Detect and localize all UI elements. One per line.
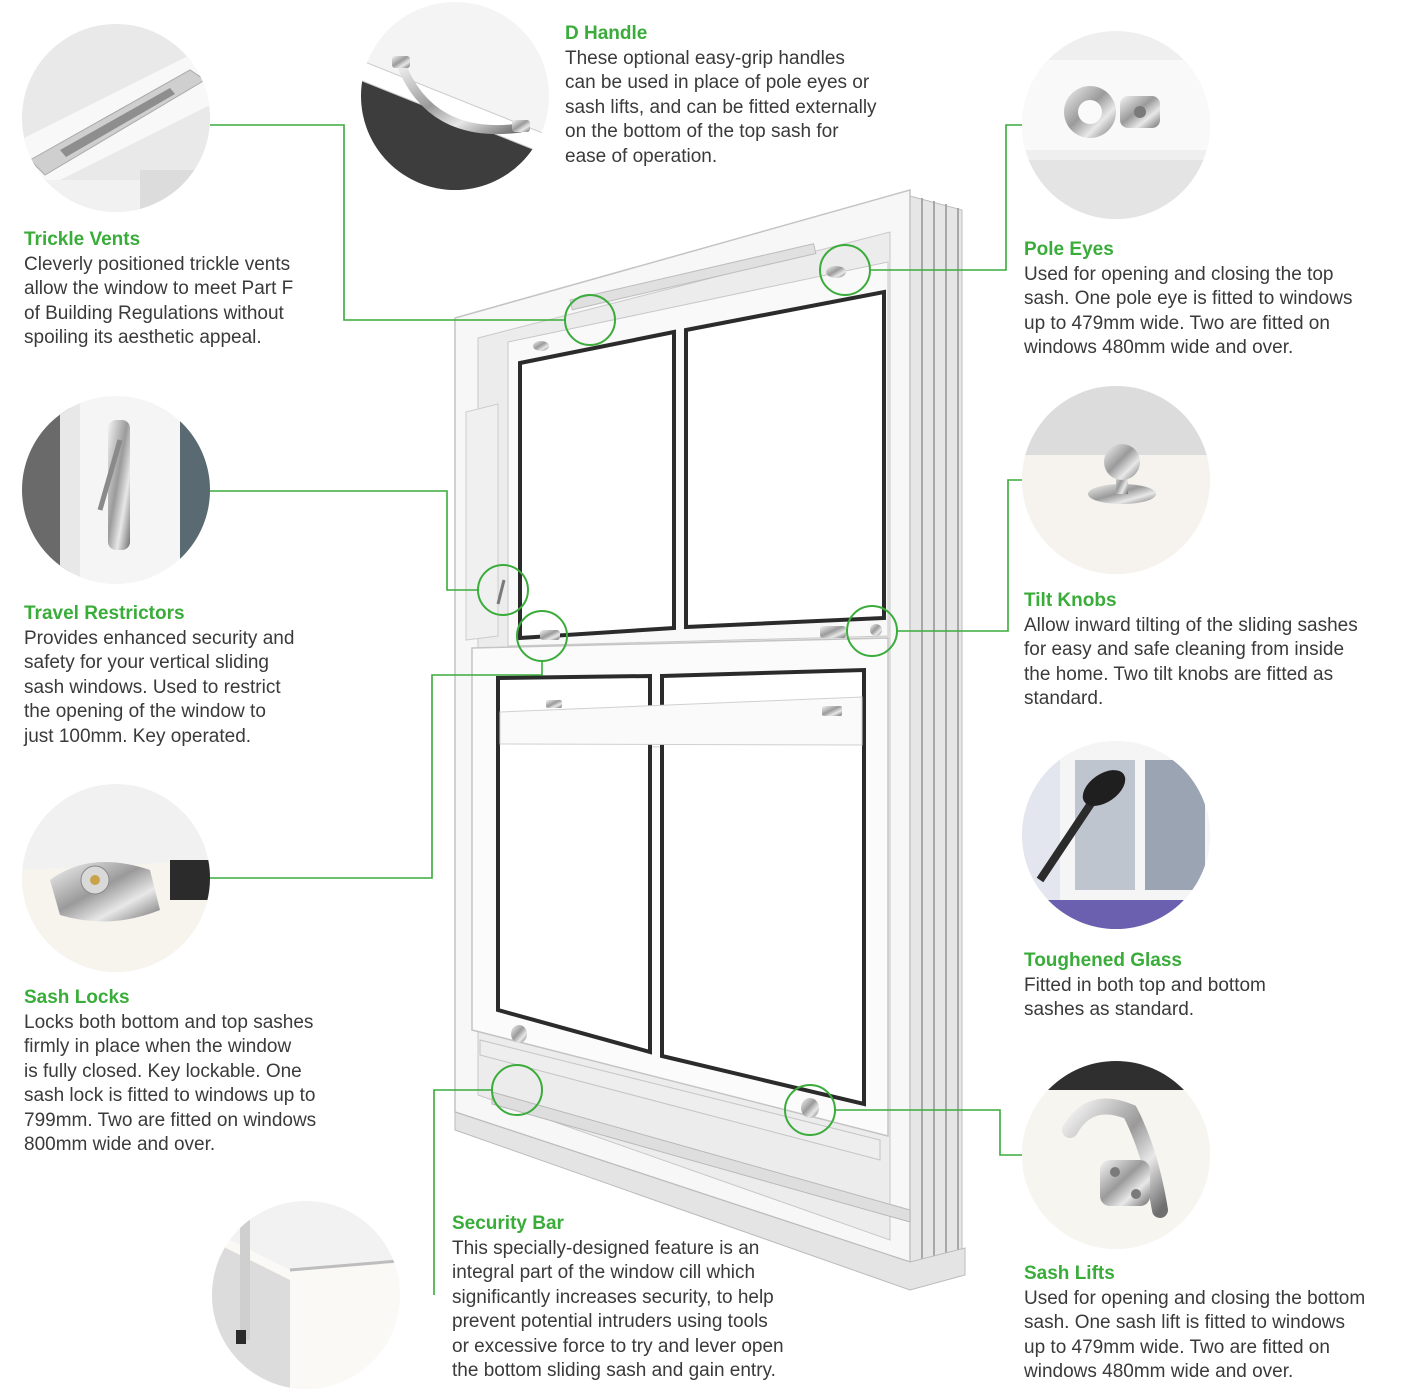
- feature-tilt-knobs: Tilt Knobs Allow inward tilting of the s…: [1024, 589, 1409, 712]
- feature-description: Provides enhanced security and safety fo…: [24, 627, 295, 747]
- hammer-glass-icon: [1022, 741, 1210, 929]
- sash-window: [454, 189, 966, 1291]
- callout-markers: [477, 244, 898, 1136]
- feature-trickle-vents: Trickle Vents Cleverly positioned trickl…: [24, 228, 354, 351]
- feature-description: Fitted in both top and bottom sashes as …: [1024, 974, 1266, 1021]
- sash-lift-icon: [1022, 1061, 1210, 1249]
- connector-lines: [210, 124, 1022, 1295]
- feature-title: Trickle Vents: [24, 229, 141, 250]
- feature-toughened-glass: Toughened Glass Fitted in both top and b…: [1024, 949, 1404, 1023]
- feature-d-handle: D Handle These optional easy-grip handle…: [565, 22, 925, 169]
- feature-sash-locks: Sash Locks Locks both bottom and top sas…: [24, 986, 384, 1158]
- feature-title: Tilt Knobs: [1024, 590, 1117, 611]
- feature-title: Pole Eyes: [1024, 239, 1114, 260]
- tilt-knob-icon: [1022, 386, 1210, 574]
- security-bar-icon: [212, 1201, 400, 1389]
- d-handle-icon: [361, 2, 549, 190]
- feature-title: Toughened Glass: [1024, 950, 1183, 971]
- pole-eye-icon: [1022, 31, 1210, 219]
- travel-restrictor-icon: [22, 396, 210, 584]
- feature-pole-eyes: Pole Eyes Used for opening and closing t…: [1024, 238, 1404, 361]
- feature-title: D Handle: [565, 23, 648, 44]
- feature-description: These optional easy-grip handles can be …: [565, 47, 877, 167]
- sash-lock-icon: [22, 784, 210, 972]
- feature-description: Locks both bottom and top sashes firmly …: [24, 1011, 317, 1156]
- feature-security-bar: Security Bar This specially-designed fea…: [452, 1212, 832, 1384]
- feature-sash-lifts: Sash Lifts Used for opening and closing …: [1024, 1262, 1409, 1385]
- feature-description: Used for opening and closing the top sas…: [1024, 263, 1353, 359]
- trickle-vent-icon: [22, 24, 210, 212]
- feature-travel-restrictors: Travel Restrictors Provides enhanced sec…: [24, 602, 354, 749]
- feature-title: Sash Lifts: [1024, 1263, 1115, 1284]
- feature-description: This specially-designed feature is an in…: [452, 1237, 784, 1382]
- feature-title: Security Bar: [452, 1213, 564, 1234]
- feature-description: Used for opening and closing the bottom …: [1024, 1287, 1366, 1383]
- feature-description: Cleverly positioned trickle vents allow …: [24, 253, 294, 349]
- feature-title: Sash Locks: [24, 987, 130, 1008]
- feature-title: Travel Restrictors: [24, 603, 185, 624]
- feature-description: Allow inward tilting of the sliding sash…: [1024, 614, 1358, 710]
